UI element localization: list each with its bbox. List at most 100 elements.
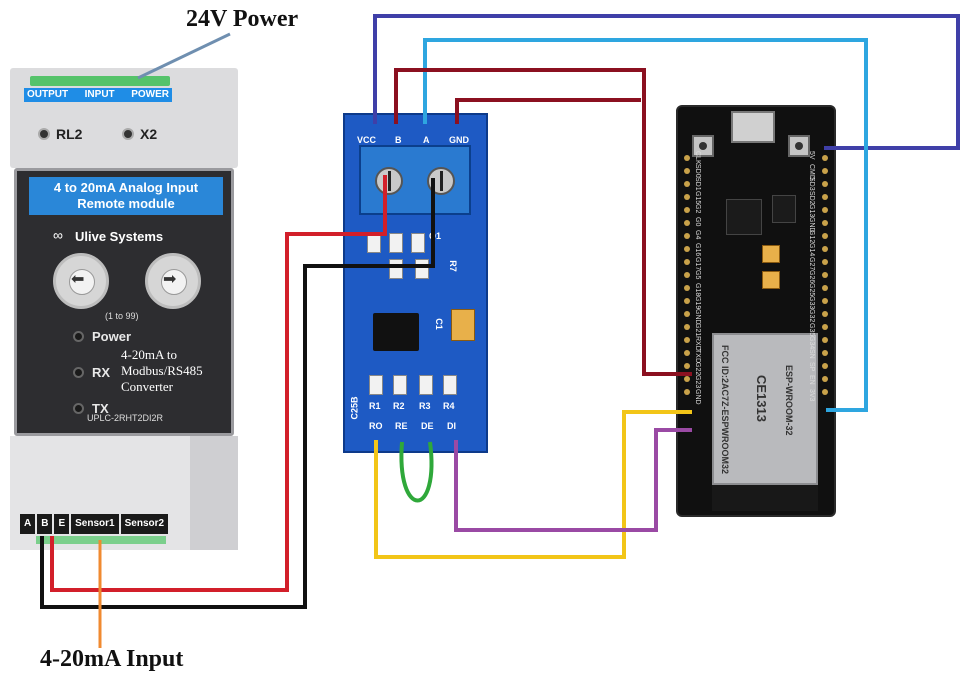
esp32-right-pin-header [822, 155, 830, 402]
esp32-pin-label: EN [808, 375, 815, 386]
terminal-e: E [54, 514, 70, 534]
smd-component [415, 259, 429, 279]
esp32-pin-label: G12 [808, 230, 815, 244]
esp32-left-pin-header [684, 155, 692, 402]
rx-led-icon [73, 367, 84, 378]
esp32-pin-label: 5V [808, 151, 815, 160]
resistor-r4 [443, 375, 457, 395]
terminal-sensor1: Sensor1 [71, 514, 119, 534]
regulator-chip [772, 195, 796, 223]
silk-c1: C1 [433, 318, 444, 330]
esp32-pin-label: G17 [694, 256, 701, 270]
tantalum-capacitor [762, 271, 780, 289]
header-label-output: OUTPUT [27, 89, 69, 100]
esp32-pin-label: SN [808, 349, 815, 359]
esp32-pin-dot [822, 272, 828, 278]
module-side-wall [190, 436, 238, 550]
screw-icon [427, 167, 455, 195]
module-ce-mark: CE1313 [754, 375, 769, 422]
silk-r2: R2 [393, 401, 405, 411]
esp32-pin-dot [822, 285, 828, 291]
esp32-pin-label: G32 [808, 309, 815, 323]
esp32-pin-dot [684, 311, 690, 317]
power-terminal-block [30, 76, 170, 86]
esp32-pin-dot [684, 298, 690, 304]
esp32-pin-dot [822, 363, 828, 369]
esp32-pin-dot [684, 168, 690, 174]
esp32-pin-label: G23 [694, 375, 701, 389]
esp32-pin-label: 3V3 [808, 388, 815, 402]
smd-component [411, 233, 425, 253]
converter-line1: 4-20mA to [121, 347, 177, 362]
esp32-pin-dot [822, 337, 828, 343]
esp32-pin-dot [684, 246, 690, 252]
model-number: UPLC-2RHT2DI2R [87, 413, 164, 423]
esp32-pin-label: SD1 [694, 177, 701, 192]
micro-usb-port[interactable] [731, 111, 775, 143]
esp32-pin-label: G26 [808, 269, 815, 284]
silk-r1: R1 [369, 401, 381, 411]
esp32-pin-dot [684, 155, 690, 161]
brand-logo-icon: ∞ [53, 227, 63, 243]
esp32-pin-label: G2 [694, 203, 701, 214]
esp32-pin-dot [684, 194, 690, 200]
silk-r4: R4 [443, 401, 455, 411]
module-header-label-bar: OUTPUT INPUT POWER [24, 88, 172, 102]
esp32-pin-dot [822, 155, 828, 161]
pin-label-b: B [395, 135, 402, 145]
esp32-pin-dot [822, 324, 828, 330]
esp32-pin-dot [684, 181, 690, 187]
esp32-pin-dot [822, 350, 828, 356]
esp32-pin-dot [822, 220, 828, 226]
esp32-pin-dot [684, 220, 690, 226]
module-front-panel: 4 to 20mA Analog Input Remote module ∞ U… [14, 168, 234, 436]
pin-label-gnd: GND [449, 135, 469, 145]
esp32-pin-dot [822, 194, 828, 200]
esp32-pin-label: GND [694, 388, 701, 405]
esp32-pin-label: SD3 [808, 177, 815, 192]
pcb-antenna [712, 485, 818, 511]
esp32-pin-label: G27 [808, 256, 815, 270]
module-title-line1: 4 to 20mA Analog Input [53, 180, 199, 195]
esp32-pin-dot [684, 376, 690, 382]
esp32-pin-dot [684, 350, 690, 356]
esp32-pin-dot [684, 233, 690, 239]
silk-q1: Q1 [429, 231, 442, 241]
esp32-pin-label: G18 [694, 283, 701, 297]
silk-r7: R7 [447, 260, 458, 272]
input-terminal-block [36, 536, 166, 544]
boot-button[interactable] [788, 135, 810, 157]
esp32-pin-label: G21 [694, 322, 701, 336]
smd-component [389, 259, 403, 279]
esp32-pin-dot [822, 246, 828, 252]
esp32-pin-label: G35 [808, 322, 815, 336]
resistor-r1 [369, 375, 383, 395]
dial-range-label: (1 to 99) [105, 311, 139, 321]
esp32-pin-dot [822, 181, 828, 187]
esp32-pin-label: G5 [694, 269, 701, 280]
usb-uart-chip [726, 199, 762, 235]
power-caption: 24V Power [186, 6, 299, 32]
terminal-label-strip: A B E Sensor1 Sensor2 [20, 514, 169, 534]
esp32-pin-dot [684, 324, 690, 330]
screw-terminal-block [359, 145, 471, 215]
input-caption: 4-20mA Input [40, 646, 184, 672]
esp32-pin-label: CLK [694, 151, 701, 165]
smd-component [367, 233, 381, 253]
header-label-input: INPUT [84, 89, 115, 100]
converter-line2: Modbus/RS485 [121, 363, 203, 378]
terminal-b: B [37, 514, 53, 534]
silk-c25b: C25B [349, 396, 360, 420]
screw-icon [375, 167, 403, 195]
smd-component [389, 233, 403, 253]
esp32-pin-dot [822, 168, 828, 174]
esp32-pin-dot [684, 337, 690, 343]
tantalum-capacitor [762, 245, 780, 263]
esp32-pin-dot [822, 207, 828, 213]
esp32-devkit-board: FCC ID:2AC7Z-ESPWROOM32 CE1313 ESP-WROOM… [676, 105, 836, 517]
module-title: 4 to 20mA Analog Input Remote module [29, 177, 223, 215]
wire-di [454, 428, 692, 532]
pin-label-a: A [423, 135, 430, 145]
esp32-pin-dot [684, 272, 690, 278]
tx-led-icon [73, 403, 84, 414]
